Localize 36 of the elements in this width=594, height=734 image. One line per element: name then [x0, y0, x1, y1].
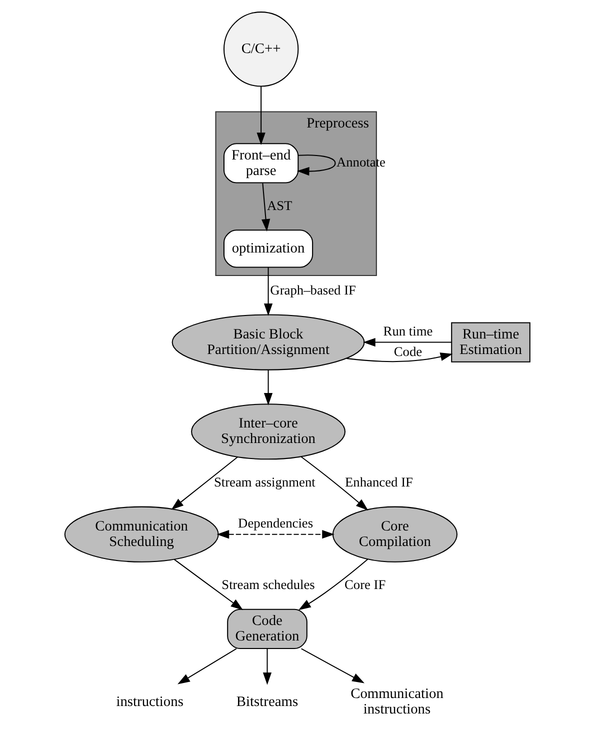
node-box: Run–time Estimation	[450, 322, 530, 362]
node-text: Bitstreams	[236, 694, 298, 710]
arrow	[261, 183, 270, 232]
node-box: Code Generation	[226, 608, 307, 650]
edge-label: Enhanced IF	[344, 474, 412, 490]
edge-label: Stream assignment	[213, 474, 315, 490]
arrow	[300, 456, 368, 510]
arrow	[346, 352, 452, 362]
arrow	[170, 456, 238, 510]
arrow	[216, 530, 334, 539]
node-box: optimization	[222, 230, 313, 268]
arrow	[263, 370, 272, 406]
edge-label: Code	[393, 344, 422, 360]
arrow	[256, 86, 265, 146]
edge-label: Run time	[382, 323, 432, 338]
node-circle: C/C++	[222, 12, 298, 87]
node-text: Communication instructions	[350, 686, 443, 718]
node-text: instructions	[116, 694, 183, 710]
arrow	[362, 338, 452, 347]
arrow	[296, 154, 336, 176]
node-ellipse: Core Compilation	[332, 506, 457, 562]
node-ellipse: Basic Block Partition/Assignment	[171, 314, 364, 370]
edge-label: AST	[266, 198, 292, 213]
edge-label: Dependencies	[238, 516, 313, 531]
node-ellipse: Inter–core Synchronization	[190, 404, 345, 460]
arrow	[263, 267, 272, 316]
arrow	[262, 648, 272, 685]
arrow	[298, 558, 368, 610]
arrow	[173, 559, 243, 610]
edge-label: Stream schedules	[221, 577, 314, 592]
node-ellipse: Communication Scheduling	[64, 506, 218, 562]
edge-label: Graph–based IF	[270, 282, 356, 298]
arrow	[177, 648, 236, 684]
arrow	[300, 648, 364, 684]
edge-label: Core IF	[344, 577, 386, 592]
node-box: Front–end parse	[222, 143, 298, 184]
